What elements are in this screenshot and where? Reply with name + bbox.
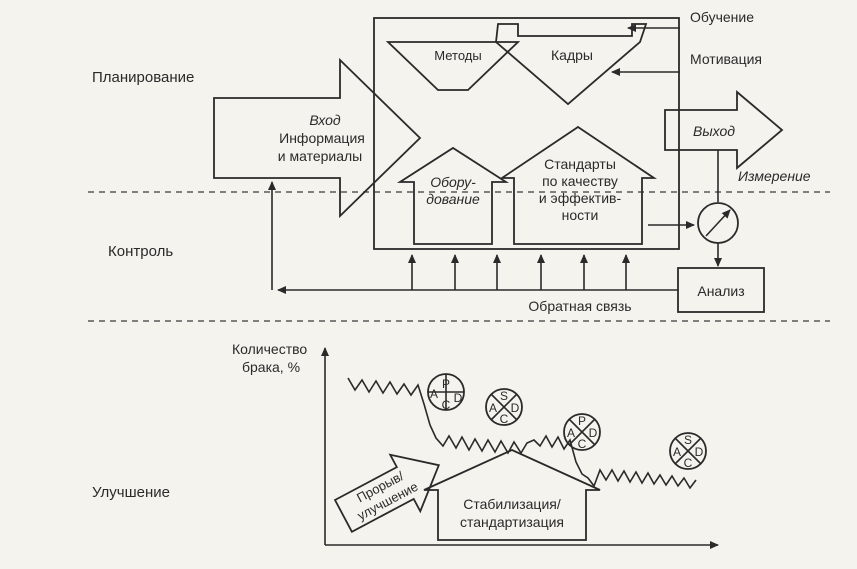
input-arrow — [213, 57, 422, 219]
svg-text:S: S — [500, 389, 508, 403]
svg-text:P: P — [578, 414, 586, 428]
stabilization-arrow — [423, 449, 601, 541]
stabilization-label-1: Стабилизация/ — [463, 496, 561, 512]
svg-text:C: C — [442, 398, 451, 412]
process-box — [373, 17, 680, 250]
standards-label-2: по качеству — [542, 173, 618, 189]
svg-text:A: A — [430, 387, 438, 401]
section-label-planning: Планирование — [92, 69, 194, 86]
defect-trend-line — [347, 377, 697, 490]
standards-label-3: и эффектив- — [539, 190, 622, 206]
svg-text:C: C — [500, 412, 509, 426]
sdca-wheel-2: S D C A — [669, 432, 707, 470]
feedback-label: Обратная связь — [528, 298, 631, 314]
equipment-arrow — [396, 146, 510, 245]
methods-triangle — [385, 41, 521, 91]
input-materials-label: и материалы — [278, 148, 362, 164]
section-label-improvement: Улучшение — [92, 484, 170, 501]
pdca-wheel-1: P D C A — [427, 373, 465, 412]
svg-text:D: D — [589, 426, 598, 440]
svg-text:D: D — [695, 445, 704, 459]
input-info-label: Информация — [279, 130, 365, 146]
sdca-wheel-1: S D C A — [485, 388, 523, 426]
section-label-control: Контроль — [108, 243, 173, 260]
svg-text:C: C — [578, 437, 587, 451]
equipment-label-2: дование — [426, 191, 480, 207]
y-axis-label-2: брака, % — [242, 359, 300, 375]
stabilization-label-2: стандартизация — [460, 514, 564, 530]
svg-text:A: A — [567, 426, 575, 440]
svg-text:A: A — [489, 401, 497, 415]
svg-text:S: S — [684, 433, 692, 447]
svg-text:D: D — [511, 401, 520, 415]
equipment-label-1: Обору- — [430, 174, 476, 190]
training-label: Обучение — [690, 9, 754, 25]
svg-text:A: A — [673, 445, 681, 459]
staff-triangle — [495, 23, 648, 106]
svg-text:D: D — [454, 391, 463, 405]
motivation-label: Мотивация — [690, 51, 762, 67]
output-arrow — [664, 90, 784, 170]
gauge-needle — [705, 209, 731, 237]
input-title: Вход — [309, 112, 341, 128]
pdca-wheel-2: P D C A — [563, 413, 601, 451]
y-axis-label-1: Количество — [232, 341, 307, 357]
svg-text:C: C — [684, 456, 693, 470]
standards-label-1: Стандарты — [544, 156, 616, 172]
svg-text:P: P — [442, 377, 450, 391]
standards-label-4: ности — [562, 207, 599, 223]
methods-label: Методы — [434, 48, 481, 63]
standards-arrow — [499, 125, 657, 245]
measurement-label: Измерение — [738, 168, 811, 184]
staff-label: Кадры — [551, 47, 593, 63]
output-label: Выход — [693, 123, 735, 139]
analysis-label: Анализ — [697, 283, 744, 299]
